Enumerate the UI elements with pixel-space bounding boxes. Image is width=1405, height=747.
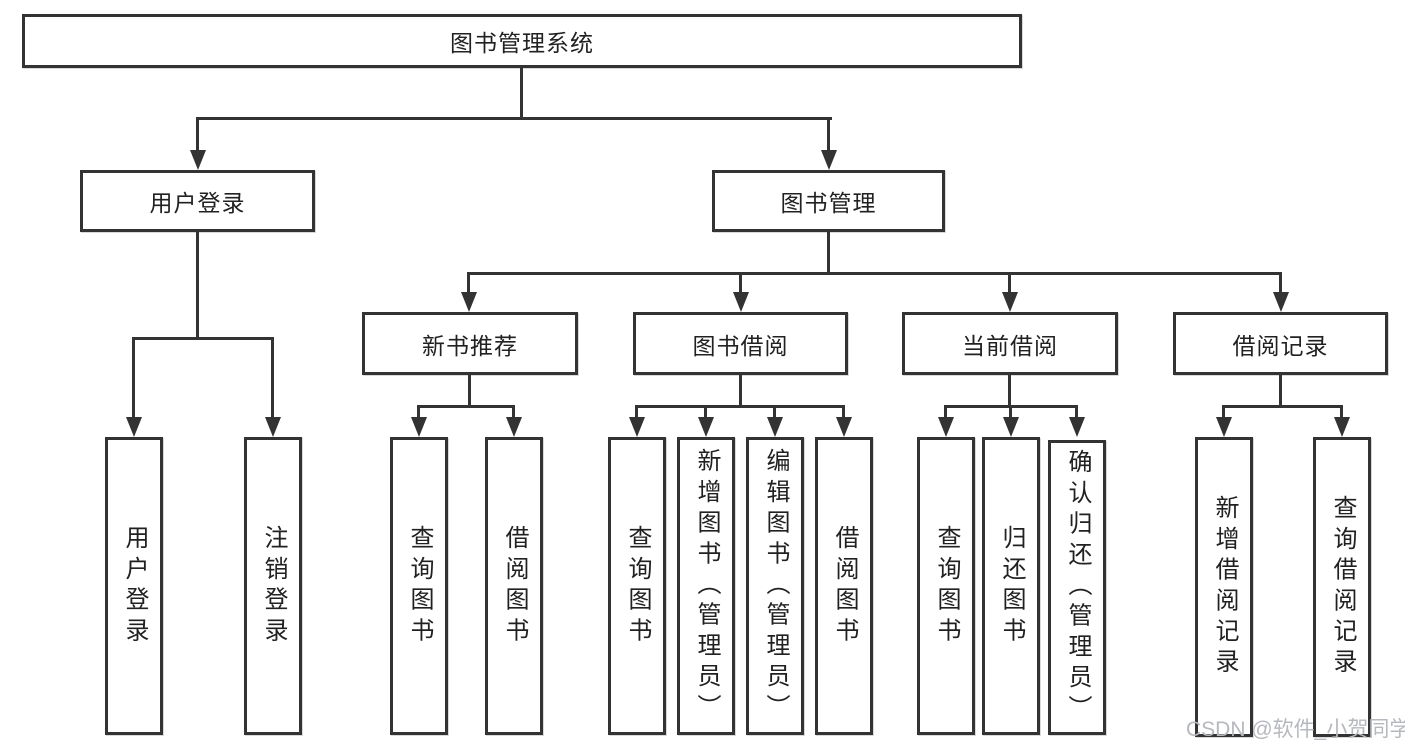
connector-book-borrow-stem [739,375,742,405]
connector-stem-leaf [773,405,776,419]
leaf-borrow-books-rec-label: 借阅图书 [501,524,528,648]
arrowhead-icon [190,150,206,170]
leaf-query-books-borrow-label: 查询图书 [624,524,651,648]
node-new-book-rec: 新书推荐 [362,312,578,375]
arrowhead-icon [506,417,522,437]
leaf-edit-books-admin: 编辑图书（管理员） [746,437,804,735]
leaf-query-books-rec-label: 查询图书 [406,524,433,648]
connector-new-rec-split [417,405,515,408]
connector-borrow-records-split [1222,405,1342,408]
leaf-add-books-admin-label: 新增图书（管理员） [693,447,720,725]
connector-stem-l3 [1008,272,1011,294]
connector-stem-leaf [1009,405,1012,419]
leaf-edit-books-admin-label: 编辑图书（管理员） [762,447,789,725]
leaf-return-books-label: 归还图书 [998,524,1025,648]
leaf-add-books-admin: 新增图书（管理员） [677,437,735,735]
node-book-borrow: 图书借阅 [633,312,848,375]
connector-stem-leaf [842,405,845,419]
leaf-add-borrow-record: 新增借阅记录 [1195,437,1253,737]
connector-book-mgmt-stem [827,232,830,272]
node-book-mgmt-label: 图书管理 [780,190,877,216]
connector-stem-leaf [1222,405,1225,419]
node-current-borrow: 当前借阅 [902,312,1118,375]
arrowhead-icon [821,150,837,170]
arrowhead-icon [1216,417,1232,437]
arrowhead-icon [938,417,954,437]
node-borrow-records-label: 借阅记录 [1232,332,1329,359]
connector-stem-leaf [1340,405,1343,419]
node-new-book-rec-label: 新书推荐 [422,332,518,359]
leaf-query-books-borrow: 查询图书 [608,437,666,735]
leaf-confirm-return-admin-label: 确认归还（管理员） [1064,449,1091,726]
leaf-borrow-books: 借阅图书 [815,437,873,735]
leaf-query-borrow-record: 查询借阅记录 [1313,437,1371,737]
leaf-logout-label: 注销登录 [260,524,287,648]
connector-new-rec-stem [468,375,471,405]
leaf-user-login: 用户登录 [105,437,163,735]
node-root: 图书管理系统 [22,14,1022,68]
leaf-logout: 注销登录 [244,437,302,735]
connector-stem-leaf [704,405,707,419]
leaf-confirm-return-admin: 确认归还（管理员） [1048,440,1106,735]
node-current-borrow-label: 当前借阅 [962,332,1058,359]
leaf-add-borrow-record-label: 新增借阅记录 [1211,494,1238,680]
leaf-return-books: 归还图书 [982,437,1040,735]
connector-stem-leaf [271,337,274,419]
connector-stem-book-mgmt [827,117,830,152]
arrowhead-icon [1002,292,1018,312]
leaf-borrow-books-rec: 借阅图书 [485,437,543,735]
leaf-user-login-label: 用户登录 [121,524,148,648]
leaf-query-books-rec: 查询图书 [390,437,448,735]
node-book-borrow-label: 图书借阅 [692,332,789,359]
connector-stem-user-login [196,117,199,152]
node-book-mgmt: 图书管理 [712,170,945,232]
connector-root-split [196,117,832,120]
connector-user-login-split [132,337,274,340]
arrowhead-icon [126,417,142,437]
connector-stem-l3 [739,272,742,294]
leaf-query-borrow-record-label: 查询借阅记录 [1329,494,1356,680]
connector-stem-leaf [944,405,947,419]
arrowhead-icon [767,417,783,437]
leaf-borrow-books-label: 借阅图书 [831,524,858,648]
connector-book-borrow-split [635,405,845,408]
connector-stem-l3 [467,272,470,294]
arrowhead-icon [1334,417,1350,437]
arrowhead-icon [461,292,477,312]
leaf-query-books-current: 查询图书 [917,437,975,735]
connector-user-login-stem [196,232,199,337]
connector-stem-l3 [1279,272,1282,294]
arrowhead-icon [698,417,714,437]
node-user-login: 用户登录 [80,170,315,232]
arrowhead-icon [1003,417,1019,437]
connector-borrow-records-stem [1279,375,1282,405]
arrowhead-icon [733,292,749,312]
connector-stem-leaf [417,405,420,419]
arrowhead-icon [1069,417,1085,437]
arrowhead-icon [1273,292,1289,312]
leaf-query-books-current-label: 查询图书 [933,524,960,648]
node-user-login-label: 用户登录 [149,190,246,216]
node-root-label: 图书管理系统 [450,30,594,56]
connector-stem-leaf [132,337,135,419]
connector-stem-leaf [635,405,638,419]
connector-current-borrow-stem [1008,375,1011,405]
node-borrow-records: 借阅记录 [1173,312,1388,375]
connector-stem-leaf [1075,405,1078,419]
arrowhead-icon [265,417,281,437]
connector-stem-leaf [512,405,515,419]
connector-root-stem [520,68,523,118]
arrowhead-icon [411,417,427,437]
arrowhead-icon [836,417,852,437]
connector-book-mgmt-split [467,272,1282,275]
arrowhead-icon [629,417,645,437]
